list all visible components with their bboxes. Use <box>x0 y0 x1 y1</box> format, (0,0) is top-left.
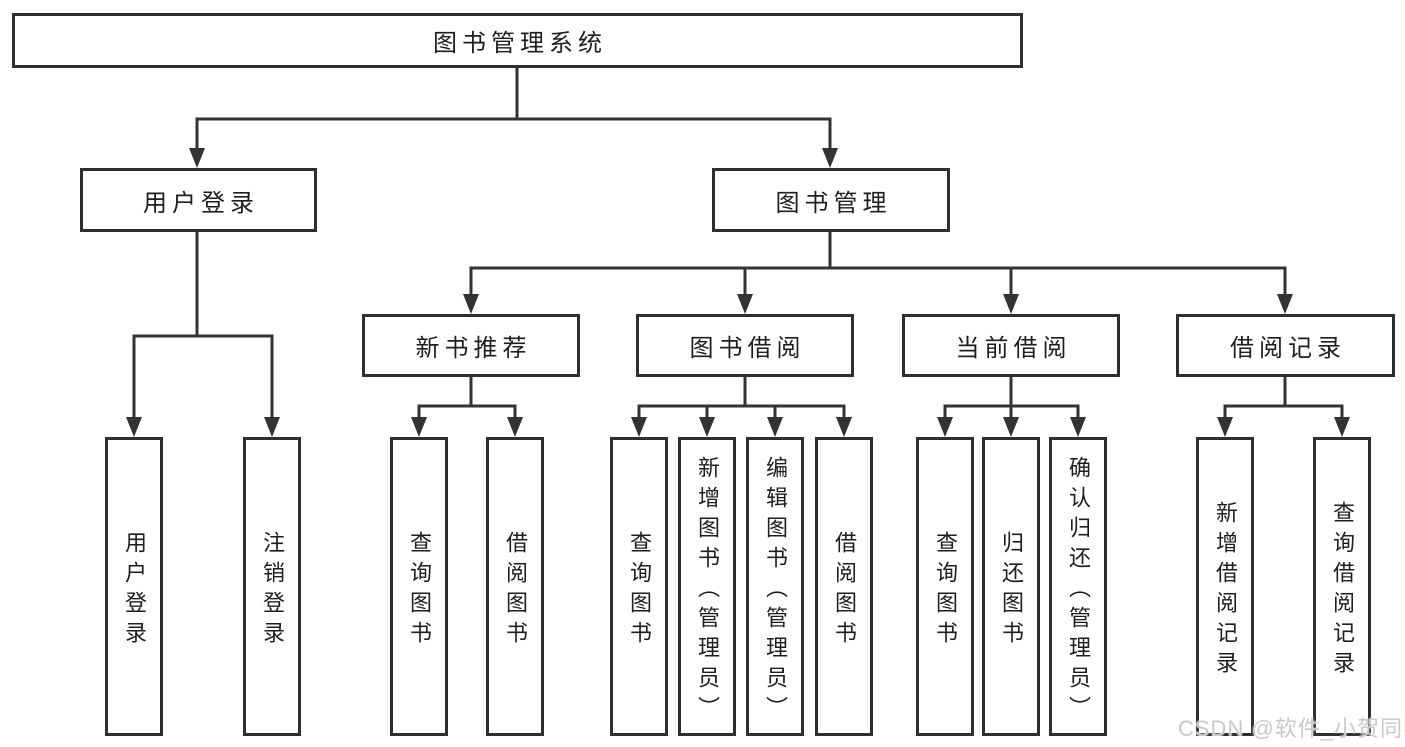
node-user-login: 用户登录 <box>80 168 317 232</box>
node-new-book-recommendation: 新书推荐 <box>362 314 580 377</box>
csdn-watermark: CSDN @软件_小贺同学 <box>1178 716 1405 741</box>
node-library-management-system: 图书管理系统 <box>12 13 1023 68</box>
node-current-borrowing: 当前借阅 <box>902 314 1120 377</box>
node-query-books-recommendation: 查询图书 <box>390 437 448 736</box>
node-leaf-user-login: 用户登录 <box>105 437 163 736</box>
node-return-books: 归还图书 <box>982 437 1040 736</box>
node-leaf-logout: 注销登录 <box>243 437 301 736</box>
node-add-books-admin: 新增图书（管理员） <box>678 437 736 736</box>
node-edit-books-admin: 编辑图书（管理员） <box>746 437 804 736</box>
node-add-borrow-record: 新增借阅记录 <box>1196 437 1254 736</box>
node-book-management: 图书管理 <box>712 168 950 232</box>
node-query-books-current: 查询图书 <box>916 437 974 736</box>
node-book-borrowing: 图书借阅 <box>636 314 854 377</box>
node-borrow-books-recommendation: 借阅图书 <box>486 437 544 736</box>
node-confirm-return-admin: 确认归还（管理员） <box>1049 437 1107 736</box>
node-borrowing-records: 借阅记录 <box>1176 314 1395 377</box>
node-query-books-borrowing: 查询图书 <box>610 437 668 736</box>
node-borrow-books-borrowing: 借阅图书 <box>815 437 873 736</box>
node-query-borrow-record: 查询借阅记录 <box>1313 437 1371 736</box>
